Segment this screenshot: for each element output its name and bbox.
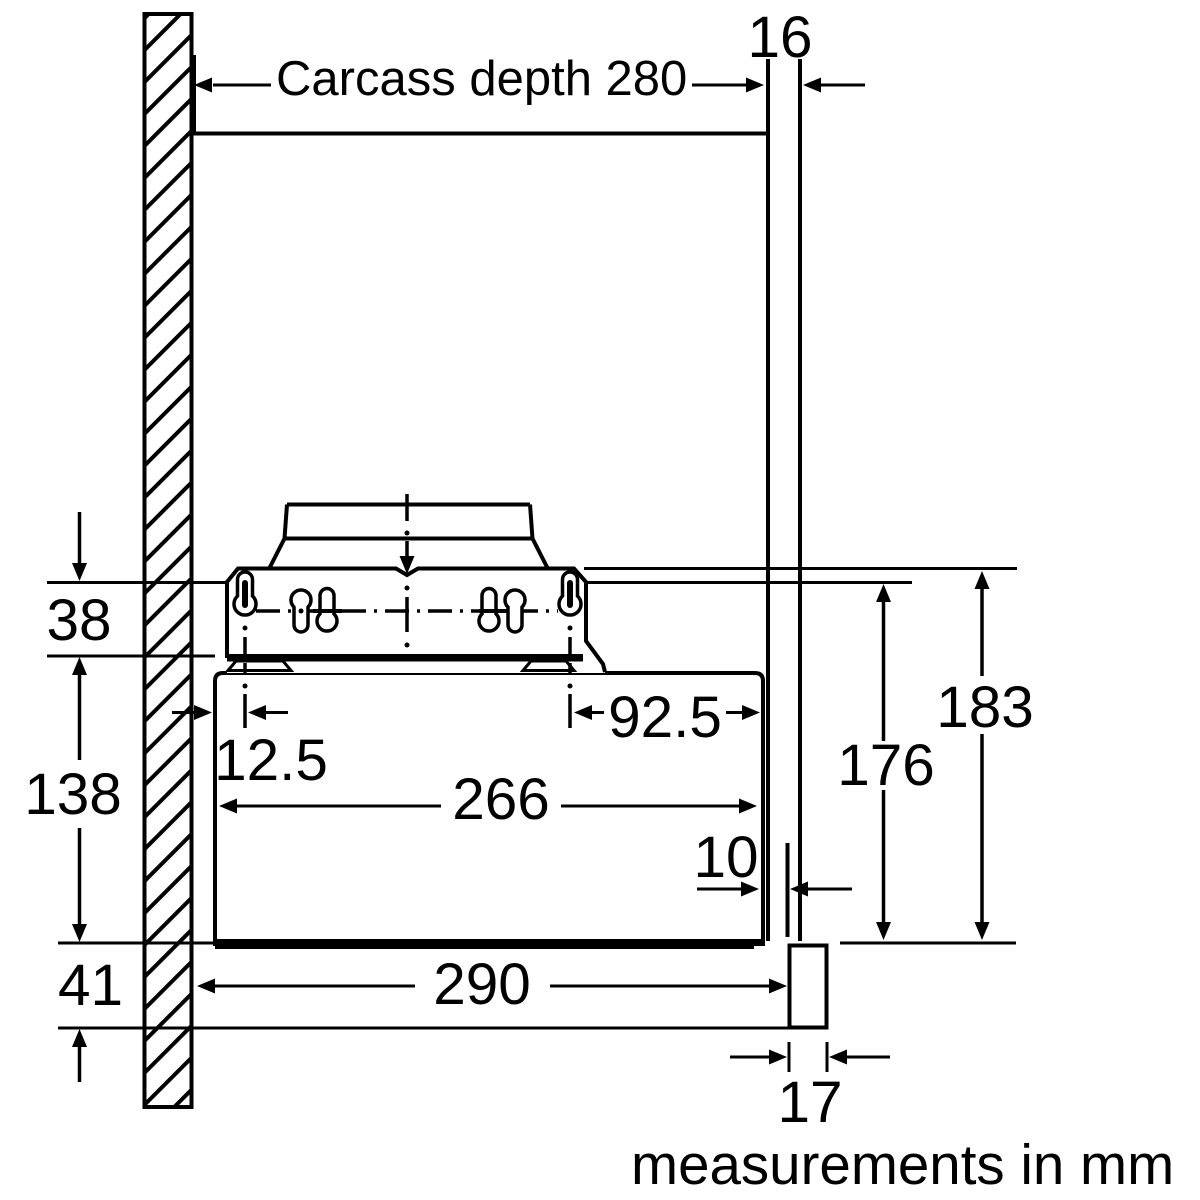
svg-text:Carcass depth 280: Carcass depth 280 [276, 52, 687, 106]
svg-text:92.5: 92.5 [608, 685, 722, 750]
svg-text:266: 266 [452, 767, 550, 832]
svg-text:17: 17 [777, 1070, 842, 1135]
svg-text:41: 41 [58, 953, 123, 1018]
svg-text:12.5: 12.5 [214, 728, 328, 793]
svg-text:183: 183 [936, 675, 1034, 740]
svg-text:10: 10 [693, 825, 758, 890]
svg-text:measurements in mm: measurements in mm [631, 1133, 1174, 1196]
svg-text:38: 38 [46, 588, 111, 653]
svg-text:176: 176 [837, 733, 935, 798]
svg-text:290: 290 [433, 952, 531, 1017]
svg-text:16: 16 [747, 5, 812, 70]
svg-text:138: 138 [24, 762, 122, 827]
